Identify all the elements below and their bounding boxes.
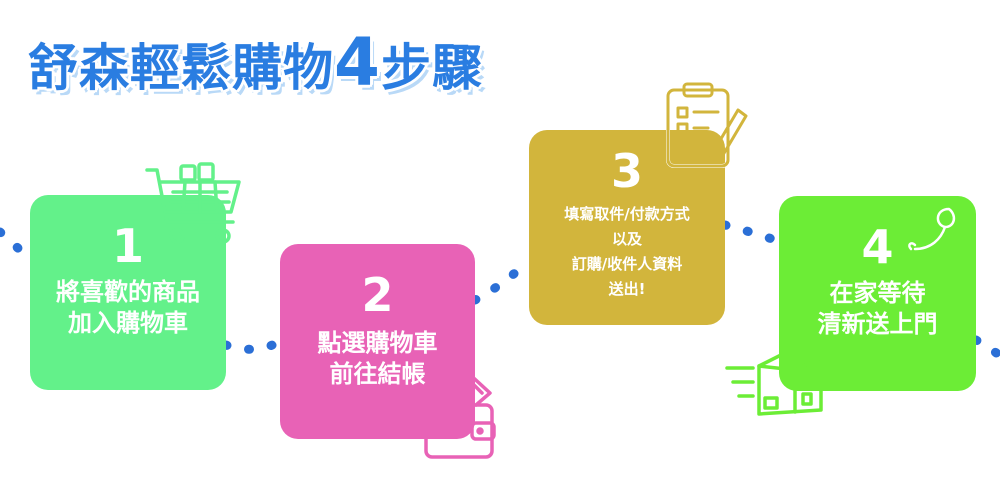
step-number: 3 (610, 144, 643, 198)
title-number: 4 (334, 24, 381, 101)
shopping-cart-icon (145, 162, 241, 244)
step-text-line: 前往結帳 (329, 360, 426, 388)
step-text-line: 在家等待 (829, 279, 926, 307)
step-text-line: 以及 (611, 230, 642, 248)
step-card-3: 3 填寫取件/付款方式 以及 訂購/收件人資料 送出! (529, 130, 725, 325)
balloon-icon (908, 207, 956, 251)
wallet-icon (424, 369, 496, 459)
step-text-line: 點選購物車 (317, 329, 438, 357)
title-prefix: 舒森輕鬆購物 (28, 39, 334, 97)
clipboard-icon (666, 82, 748, 168)
delivery-box-icon (725, 350, 823, 416)
title-suffix: 步驟 (380, 39, 483, 97)
step-text-line: 加入購物車 (68, 309, 188, 337)
step-text-line: 送出! (608, 280, 646, 298)
step-number: 1 (111, 219, 144, 273)
step-text-line: 清新送上門 (817, 310, 938, 338)
page-title: 舒森輕鬆購物4步驟 (28, 28, 483, 100)
step-text-line: 填寫取件/付款方式 (564, 205, 690, 223)
step-text-line: 將喜歡的商品 (56, 278, 200, 306)
step-text-line: 訂購/收件人資料 (571, 255, 683, 273)
step-card-1: 1 將喜歡的商品 加入購物車 (30, 195, 226, 390)
step-number: 2 (361, 268, 394, 322)
step-number: 4 (861, 220, 894, 274)
